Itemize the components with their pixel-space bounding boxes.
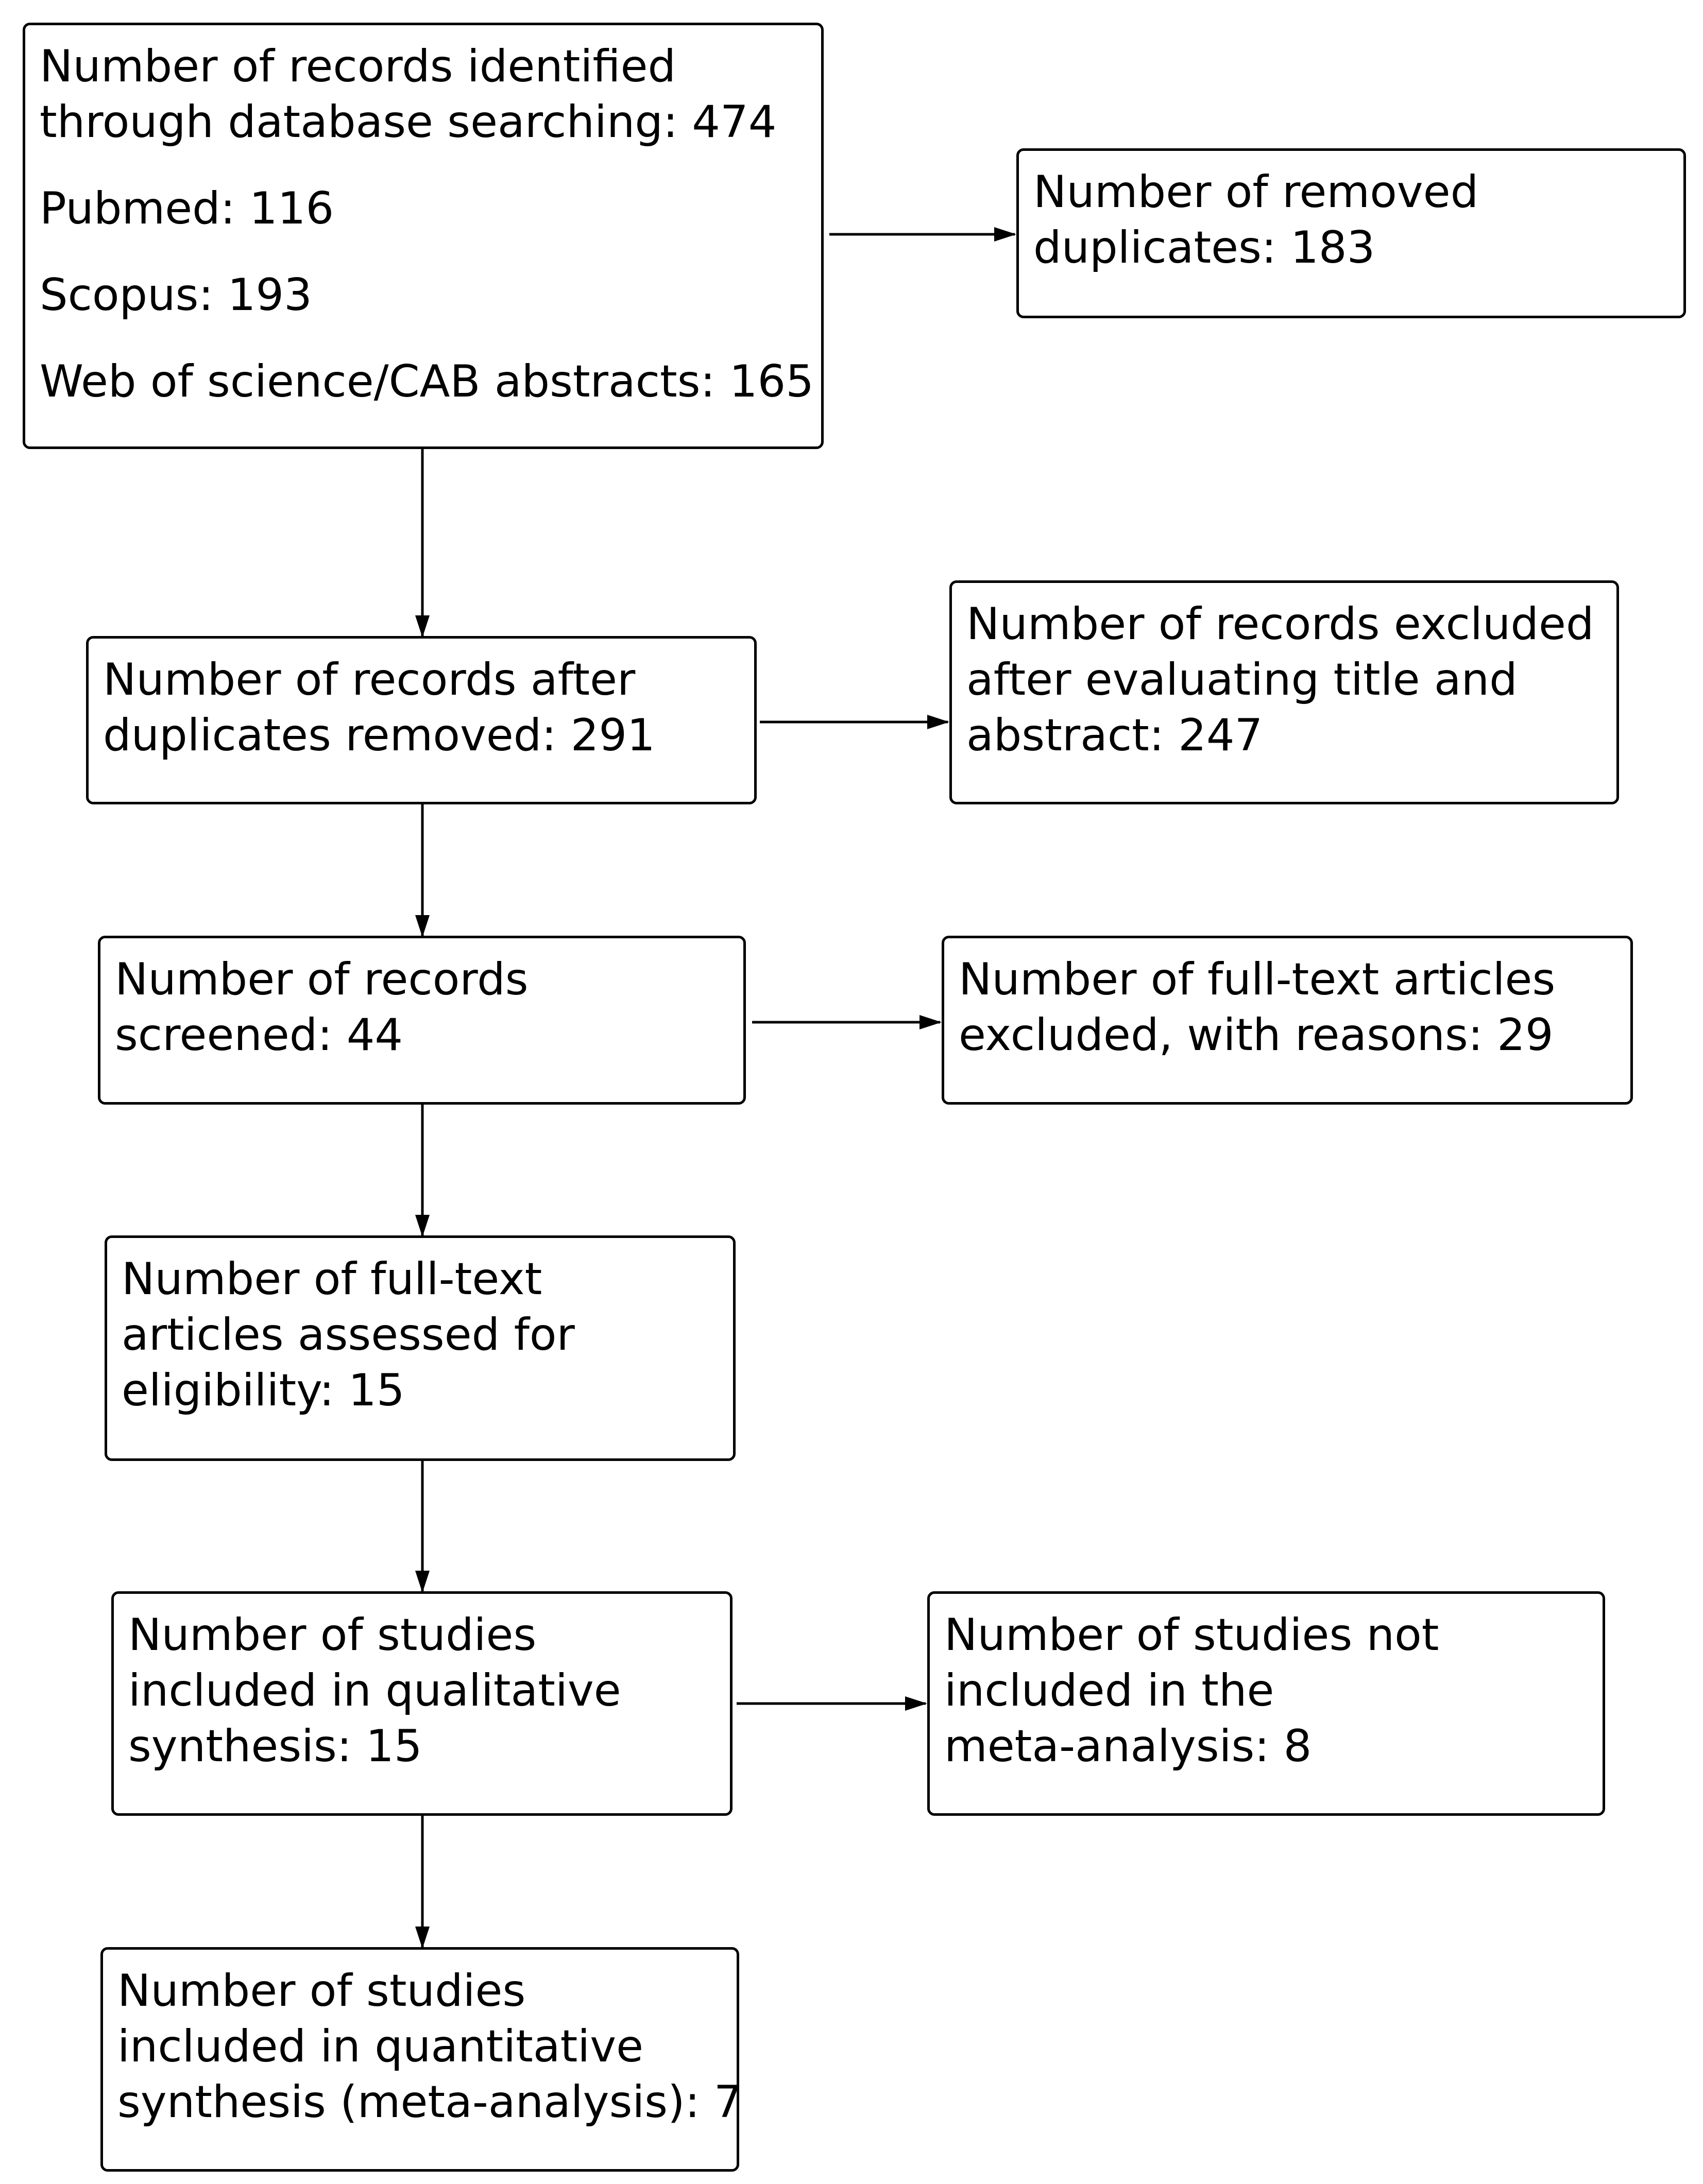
box-text-line: Pubmed: 116: [40, 183, 334, 234]
box-text-line: Web of science/CAB abstracts: 165: [40, 356, 814, 407]
box-text-line: included in qualitative: [128, 1665, 621, 1716]
box-text-line: synthesis (meta-analysis): 7: [117, 2076, 742, 2128]
box-text-line: synthesis: 15: [128, 1721, 422, 1772]
arrowhead-not-in-meta: [905, 1696, 927, 1711]
box-text-line: Scopus: 193: [40, 269, 312, 321]
box-text-line: through database searching: 474: [40, 96, 777, 148]
box-text-line: after evaluating title and: [966, 654, 1518, 706]
box-text-line: Number of records: [115, 954, 529, 1005]
box-text-line: excluded, with reasons: 29: [959, 1009, 1554, 1061]
arrowhead-fulltext-excluded: [919, 1015, 942, 1029]
arrowhead-quantitative: [415, 1927, 430, 1949]
box-removed-duplicates: Number of removed duplicates: 183: [1016, 148, 1686, 318]
arrowhead-screened: [415, 915, 430, 937]
box-text-line: Number of studies not: [944, 1609, 1439, 1661]
box-text-line: abstract: 247: [966, 710, 1263, 761]
box-text-line: duplicates removed: 291: [103, 710, 655, 761]
box-text-line: articles assessed for: [122, 1309, 575, 1361]
box-text-line: included in quantitative: [117, 2021, 643, 2072]
arrowhead-qualitative: [415, 1571, 430, 1593]
arrowhead-assessed: [415, 1215, 430, 1237]
box-text-line: Number of removed: [1033, 166, 1479, 218]
arrowhead-removed: [994, 227, 1016, 242]
box-studies-not-in-meta-analysis: Number of studies not included in the me…: [927, 1591, 1605, 1816]
box-text-line: Number of full-text: [122, 1253, 542, 1305]
box-text-line: Number of records excluded: [966, 598, 1594, 650]
box-studies-quantitative: Number of studies included in quantitati…: [100, 1947, 742, 2172]
box-text-line: Number of studies: [128, 1609, 537, 1661]
box-text-line: included in the: [944, 1665, 1274, 1716]
box-text-line: screened: 44: [115, 1009, 403, 1061]
box-text-line: meta-analysis: 8: [944, 1721, 1312, 1772]
box-text-line: Number of full-text articles: [959, 954, 1556, 1005]
box-text-line: Number of records after: [103, 654, 636, 706]
arrowhead-excluded: [927, 715, 949, 729]
box-studies-qualitative: Number of studies included in qualitativ…: [111, 1591, 733, 1816]
arrowhead-after-duplicates: [415, 615, 430, 638]
box-fulltext-excluded: Number of full-text articles excluded, w…: [942, 936, 1633, 1105]
box-records-after-duplicates: Number of records after duplicates remov…: [86, 636, 757, 804]
box-text-line: Number of records identified: [40, 41, 676, 92]
box-fulltext-assessed: Number of full-text articles assessed fo…: [105, 1235, 736, 1461]
box-text-line: duplicates: 183: [1033, 222, 1375, 273]
box-text-line: Number of studies: [117, 1965, 526, 2017]
box-records-identified: Number of records identified through dat…: [23, 23, 824, 449]
box-records-screened: Number of records screened: 44: [98, 936, 746, 1105]
box-records-excluded-title-abstract: Number of records excluded after evaluat…: [949, 580, 1619, 804]
box-text-line: eligibility: 15: [122, 1365, 405, 1416]
